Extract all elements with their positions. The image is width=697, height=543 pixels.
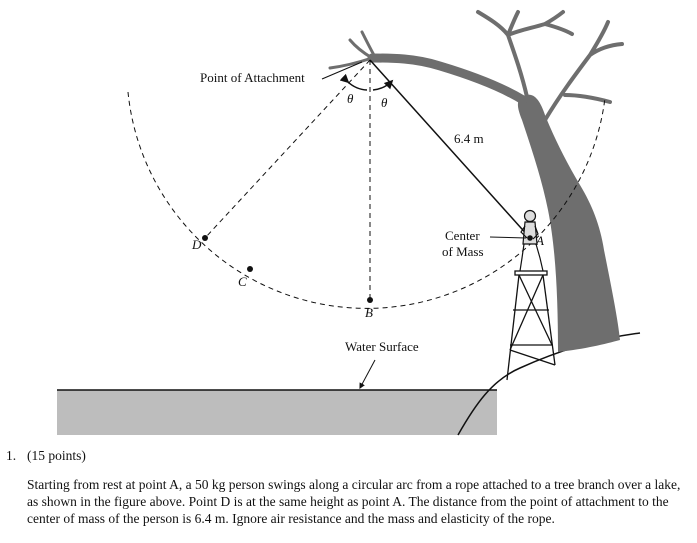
tree-branch xyxy=(367,53,528,105)
point-c-dot xyxy=(247,266,253,272)
label-point-of-attachment: Point of Attachment xyxy=(200,70,305,85)
person-head xyxy=(523,209,537,223)
label-point-b: B xyxy=(365,305,373,320)
person-arms xyxy=(520,225,539,240)
label-rope-length: 6.4 m xyxy=(454,131,484,146)
label-theta-right: θ xyxy=(381,95,388,110)
tree-twigs-top xyxy=(476,10,574,99)
point-a-dot xyxy=(527,235,533,241)
question-number: 1. xyxy=(6,448,17,463)
tree-twigs-left xyxy=(328,30,377,70)
theta-left-arc xyxy=(339,73,368,91)
swing-arc xyxy=(127,91,606,309)
tree-twigs-right xyxy=(543,20,624,122)
tower xyxy=(506,270,556,381)
point-b-dot xyxy=(367,297,373,303)
point-d-dot xyxy=(202,235,208,241)
question-points: (15 points) xyxy=(27,448,86,463)
water-body xyxy=(57,390,497,435)
person xyxy=(519,209,544,272)
label-point-c: C xyxy=(238,274,247,289)
theta-right-arc xyxy=(372,79,394,91)
label-theta-left: θ xyxy=(347,91,354,106)
pendulum-figure: Point of Attachment θ θ 6.4 m Center of … xyxy=(57,10,641,436)
label-center-line2: of Mass xyxy=(442,244,484,259)
water-surface-leader xyxy=(359,359,376,390)
tree xyxy=(328,10,624,352)
rope-to-d xyxy=(204,59,371,239)
label-point-a: A xyxy=(535,233,544,248)
center-of-mass-leader xyxy=(489,236,527,239)
label-point-d: D xyxy=(191,237,202,252)
label-water-surface: Water Surface xyxy=(345,339,419,354)
label-center-line1: Center xyxy=(445,228,480,243)
rope-to-a xyxy=(369,59,531,239)
attachment-leader xyxy=(321,61,363,80)
person-legs xyxy=(519,243,544,272)
question-text: Starting from rest at point A, a 50 kg p… xyxy=(27,477,681,526)
tree-trunk xyxy=(517,94,620,352)
